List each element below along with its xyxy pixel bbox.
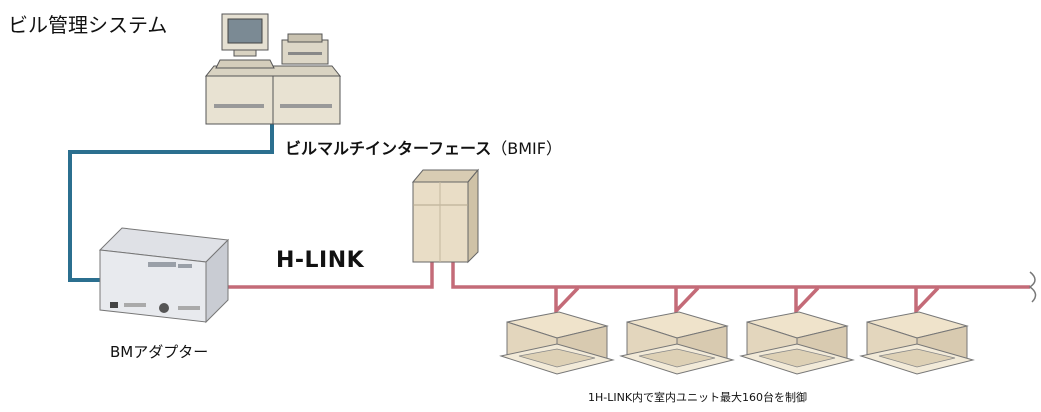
ceiling-cassette-unit-icon bbox=[859, 311, 975, 375]
hlink-label: H-LINK bbox=[276, 248, 365, 273]
bm-adapter-box-icon bbox=[98, 227, 230, 324]
indoor-units-caption: 1H-LINK内で室内ユニット最大160台を制御 bbox=[588, 391, 808, 404]
hlink-line bbox=[228, 258, 1030, 316]
ceiling-cassette-unit-icon bbox=[739, 311, 855, 375]
bmif-label-main: ビルマルチインターフェース bbox=[285, 139, 492, 158]
bmif-label-suffix: （BMIF） bbox=[491, 139, 562, 158]
indoor-units bbox=[499, 311, 975, 375]
bmif-label: ビルマルチインターフェース（BMIF） bbox=[285, 135, 562, 159]
ceiling-cassette-unit-icon bbox=[499, 311, 615, 375]
ceiling-cassette-unit-icon bbox=[619, 311, 735, 375]
diagram-title: ビル管理システム bbox=[8, 13, 168, 37]
bms-connection-line bbox=[68, 118, 274, 282]
outdoor-unit-icon bbox=[411, 168, 480, 264]
line-continue-icon bbox=[1028, 271, 1037, 303]
computer-workstation-icon bbox=[204, 13, 342, 125]
bm-adapter-label: BMアダプター bbox=[110, 343, 209, 361]
